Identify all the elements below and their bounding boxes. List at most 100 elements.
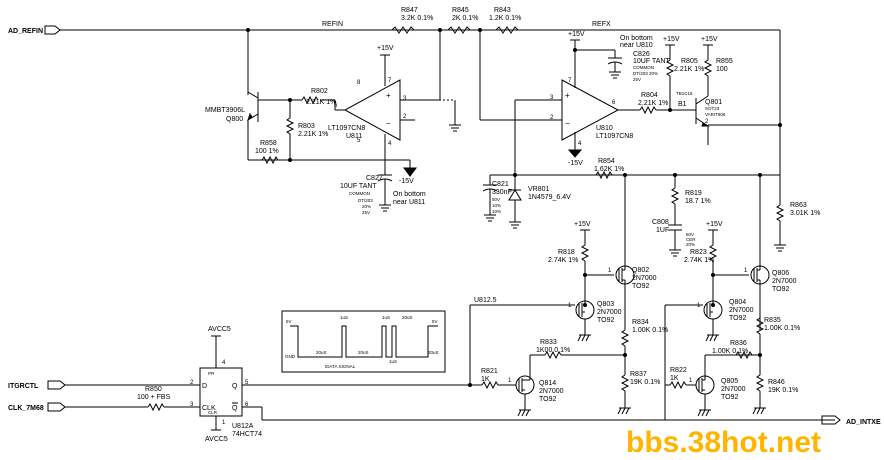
u812a-pin-clk: CLK [202,405,216,412]
svg-text:7: 7 [388,78,392,84]
svg-text:1: 1 [744,268,748,274]
r833-ref: R833 [540,339,557,346]
r803-val: 2.21K 1% [298,131,328,138]
r835-val: 1.00K 0.1% [764,325,800,332]
q801-part: VARIT906 [705,112,726,117]
svg-text:1: 1 [222,420,226,426]
svg-text:4: 4 [388,141,392,147]
q805-ref: Q805 [721,378,738,385]
q805-pkg: TO92 [721,394,738,401]
opamp-u811 [343,79,401,141]
resistor-r863 [775,204,785,222]
ad-refin-port [44,25,61,35]
vr801-val: 1N4579_6.4V [528,194,571,201]
svg-text:1: 1 [697,303,701,309]
resistor-r846 [755,374,765,392]
c808-note1: 50V [686,232,694,237]
svg-text:6: 6 [245,402,249,408]
net-ad-intxe: AD_INTXE [846,419,881,426]
r834-ref: R834 [632,319,649,326]
c827-note3: 20% [362,204,371,209]
vr801-ref: VR801 [528,186,550,193]
svg-text:8: 8 [357,80,361,86]
u810-m15: -15V [568,160,583,167]
svg-text:3: 3 [403,96,407,102]
svg-text:2: 2 [190,380,194,386]
net-u812-5: U812.5 [474,297,497,304]
u811-p15: +15V [377,45,394,52]
r819-ref: R819 [685,190,702,197]
resistor-r821 [481,380,499,390]
c821-note1: 50V [492,197,500,202]
r833-val: 1K00 0.1% [536,347,570,354]
resistor-r858 [261,155,279,165]
r858-ref: R858 [260,140,277,147]
svg-text:6: 6 [334,103,338,109]
clk-port [47,402,66,412]
q804-part: 2N7000 [729,307,754,314]
c808-note3: 20% [686,242,695,247]
q802-ref: Q802 [632,267,649,274]
svg-text:1: 1 [689,378,693,384]
idata-w4: 20uS [402,315,413,320]
net-itgrctl: ITGRCTL [8,383,39,390]
u810-ref: U810 [596,125,613,132]
r805-p15: +15V [663,36,680,43]
r803-ref: R803 [298,123,315,130]
q804-ref: Q804 [729,299,746,306]
svg-text:2: 2 [403,114,407,120]
r855-p15: +15V [701,36,718,43]
u812a-part: 74HCT74 [232,431,262,438]
r804-val: 2.21K 1% [638,100,668,107]
r858-val: 100 1% [255,148,279,155]
c821-note3: 10% [492,209,501,214]
q800-ref: Q800 [226,116,243,123]
c827-place1: On bottom [393,191,426,198]
resistor-r803 [285,117,295,135]
q804-pkg: TO92 [729,315,746,322]
idata-t2: 1uS [382,315,390,320]
svg-text:−: − [386,119,391,128]
r823-p15: +15V [706,221,723,228]
r850-ref: R850 [145,386,162,393]
r850-val: 100 + FBS [137,394,171,401]
svg-text:4: 4 [222,360,226,366]
r847-ref: R847 [401,7,418,14]
svg-text:−: − [565,119,570,128]
svg-text:3: 3 [550,95,554,101]
r837-val: 19K 0.1% [630,379,660,386]
r843-val: 1.2K 0.1% [489,15,521,22]
r836-val: 1.00K 0.1% [712,348,748,355]
r818-val: 2.74K 1% [548,257,578,264]
svg-text:3: 3 [190,402,194,408]
opamp-u810 [561,79,620,141]
r847-val: 3.2K 0.1% [401,15,433,22]
r835-ref: R835 [764,317,781,324]
r802-ref: R802 [311,88,328,95]
c826-note3: 25V [633,77,641,82]
idata-w2: 20uS [358,350,369,355]
svg-text:2: 2 [550,115,554,121]
r823-ref: R823 [690,249,707,256]
idata-signal-box [281,310,446,373]
c808-ref: C808 [652,219,669,226]
u812a-pin-pr: PR [208,371,215,376]
svg-text:7: 7 [568,78,572,84]
r843-ref: R843 [494,7,511,14]
q802-pkg: TO92 [632,283,649,290]
c808-val: 1UF [656,227,669,234]
r855-ref: R855 [716,58,733,65]
r823-val: 2.74K 1% [684,257,714,264]
svg-text:+: + [386,91,391,100]
q814-pkg: TO92 [539,396,556,403]
q814-part: 2N7000 [539,388,564,395]
r805-ref: R805 [681,58,698,65]
q801-part2: TB1C16 [676,91,693,96]
r818-ref: R818 [558,249,575,256]
idata-w3: 20uS [428,350,439,355]
svg-text:1: 1 [508,378,512,384]
idata-v5a: 5V [286,319,292,324]
resistor-r805 [665,59,675,77]
resistor-r843 [495,26,519,34]
c826-place2: near U810 [620,42,653,49]
